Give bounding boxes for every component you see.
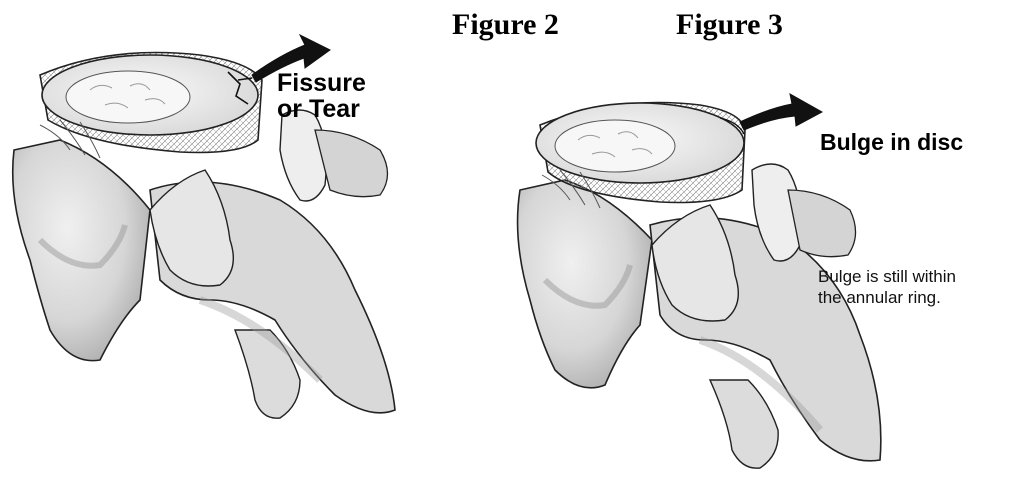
figure-2-callout-line-1: Fissure xyxy=(277,70,366,96)
figure-3-note: Bulge is still within the annular ring. xyxy=(818,266,956,309)
figure-3-callout: Bulge in disc xyxy=(820,130,963,154)
figure-2-vertebral-body xyxy=(13,140,150,361)
figure-2-superior-process xyxy=(315,130,388,197)
figure-2-facet-joint xyxy=(280,110,326,201)
figure-3-note-line-1: Bulge is still within xyxy=(818,266,956,287)
figure-3-vertebral-body xyxy=(518,180,652,388)
figure-2-callout: Fissure or Tear xyxy=(277,70,366,123)
figure-3-note-line-2: the annular ring. xyxy=(818,287,956,308)
figure-2-callout-line-2: or Tear xyxy=(277,96,366,122)
figure-3-spinous-process xyxy=(710,380,778,468)
figure-3-arrow xyxy=(740,94,822,130)
